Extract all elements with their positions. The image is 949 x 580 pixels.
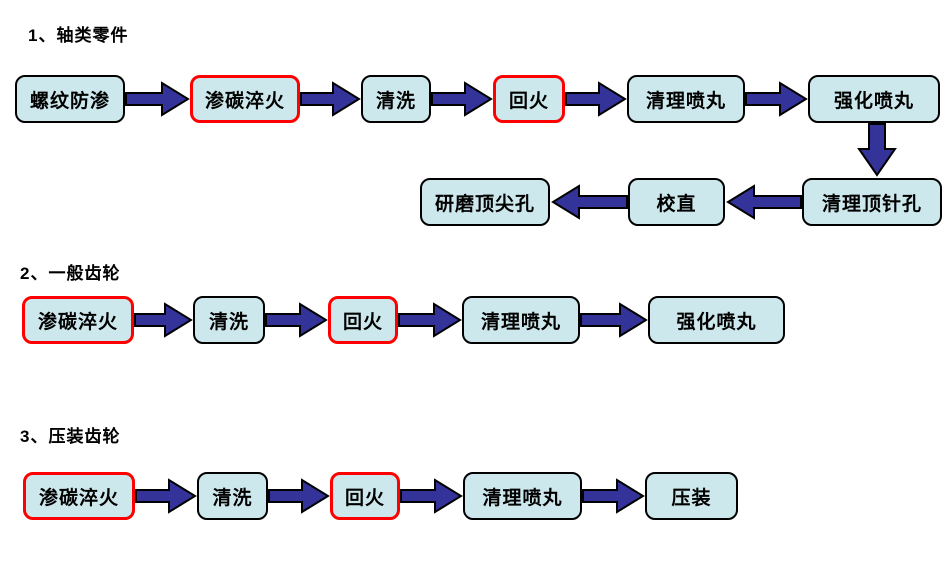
- node-tempering: 回火: [493, 75, 565, 123]
- flow-arrow-right: [582, 478, 645, 514]
- node-cleaning: 清洗: [197, 472, 268, 520]
- node-shot-peening: 强化喷丸: [648, 296, 785, 344]
- node-thread-protection: 螺纹防渗: [15, 75, 125, 123]
- flow-arrow-right: [565, 81, 627, 117]
- node-carburizing-quenching: 渗碳淬火: [23, 472, 135, 520]
- node-cleanup-shot-blasting: 清理喷丸: [462, 296, 580, 344]
- flow-arrow-right: [580, 302, 648, 338]
- node-carburizing-quenching: 渗碳淬火: [22, 296, 134, 344]
- node-shot-peening: 强化喷丸: [808, 75, 940, 123]
- node-cleaning: 清洗: [361, 75, 431, 123]
- flow-arrow-right: [431, 81, 493, 117]
- node-cleaning: 清洗: [193, 296, 265, 344]
- section-title-general-gears: 2、一般齿轮: [20, 264, 121, 283]
- node-carburizing-quenching: 渗碳淬火: [190, 75, 300, 123]
- node-cleanup-shot-blasting: 清理喷丸: [627, 75, 745, 123]
- flow-arrow-right: [398, 302, 462, 338]
- flow-arrow-right: [125, 81, 190, 117]
- node-press-fitting: 压装: [645, 472, 738, 520]
- flow-arrow-down: [857, 123, 897, 177]
- flow-arrow-right: [300, 81, 361, 117]
- flow-arrow-left: [551, 184, 628, 220]
- section-title-press-fit-gears: 3、压装齿轮: [20, 427, 121, 446]
- node-clean-center-hole: 清理顶针孔: [802, 178, 942, 226]
- section-title-shaft-parts: 1、轴类零件: [28, 26, 129, 45]
- flow-arrow-right: [268, 478, 330, 514]
- flow-arrow-right: [265, 302, 328, 338]
- flow-arrow-right: [134, 302, 193, 338]
- node-grind-center-hole: 研磨顶尖孔: [420, 178, 550, 226]
- node-tempering: 回火: [328, 296, 398, 344]
- node-straightening: 校直: [628, 178, 725, 226]
- node-cleanup-shot-blasting: 清理喷丸: [463, 472, 582, 520]
- flow-arrow-right: [745, 81, 808, 117]
- flow-arrow-right: [400, 478, 463, 514]
- flow-arrow-left: [726, 184, 802, 220]
- node-tempering: 回火: [330, 472, 400, 520]
- flow-arrow-right: [135, 478, 197, 514]
